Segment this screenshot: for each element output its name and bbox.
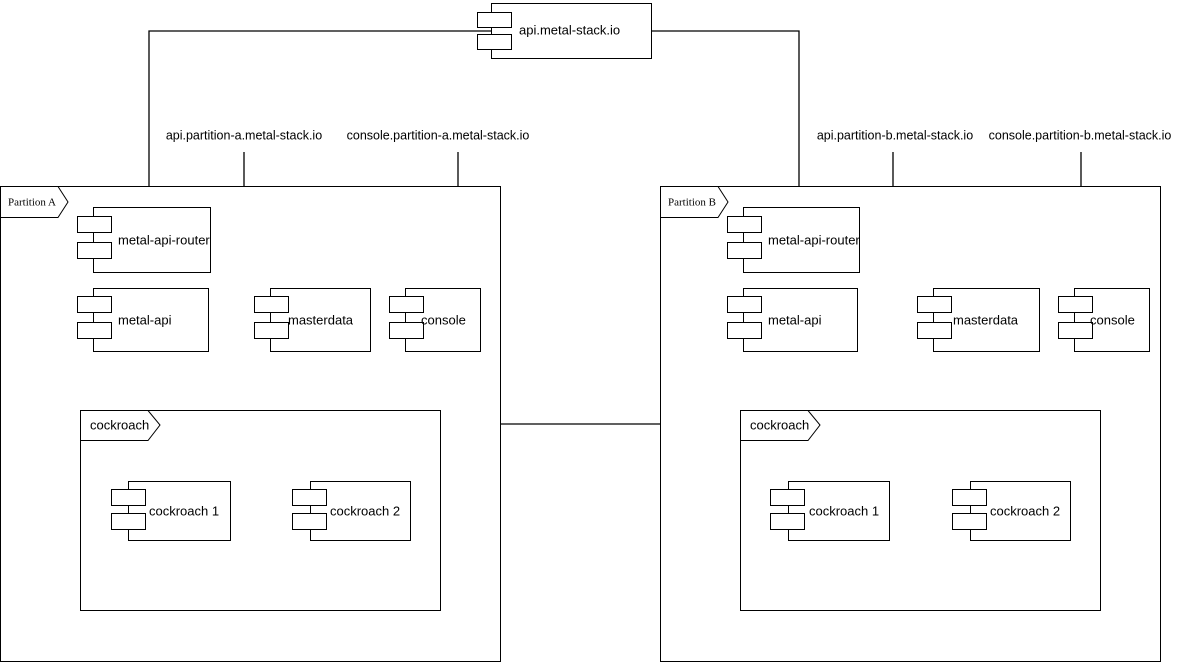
uml-component-icon bbox=[952, 513, 987, 530]
partition-b-label: Partition B bbox=[668, 197, 716, 209]
edge-api-to-router-a bbox=[145, 30, 491, 196]
uml-component-icon bbox=[77, 242, 112, 259]
uml-component-icon bbox=[917, 322, 952, 339]
partition-b-tab bbox=[660, 186, 729, 218]
uml-component-icon bbox=[111, 489, 146, 506]
uml-component-icon bbox=[111, 513, 146, 530]
cockroach-2-a-body bbox=[310, 481, 411, 541]
cockroach-1-a-label: cockroach 1 bbox=[149, 503, 219, 518]
uml-component-icon bbox=[770, 489, 805, 506]
metal-api-a-label: metal-api bbox=[118, 312, 172, 327]
uml-component-icon bbox=[292, 489, 327, 506]
uml-component-icon bbox=[477, 12, 512, 28]
endpoint-label-api-partition-b: api.partition-b.metal-stack.io bbox=[817, 128, 973, 142]
api-metal-stack-body bbox=[491, 3, 652, 59]
cockroach-2-a-label: cockroach 2 bbox=[330, 503, 400, 518]
uml-component-icon bbox=[292, 513, 327, 530]
cockroach-group-a-tab bbox=[80, 410, 161, 441]
api-metal-stack-label: api.metal-stack.io bbox=[519, 22, 620, 37]
uml-component-icon bbox=[770, 513, 805, 530]
uml-component-icon bbox=[727, 216, 762, 233]
metal-api-router-a-component[interactable]: metal-api-router bbox=[77, 207, 211, 273]
cockroach-1-a-component[interactable]: cockroach 1 bbox=[111, 481, 231, 541]
metal-api-b-body bbox=[743, 288, 858, 352]
uml-component-icon bbox=[254, 322, 289, 339]
metal-api-router-b-body bbox=[743, 207, 860, 273]
console-b-component[interactable]: console bbox=[1058, 288, 1150, 352]
metal-api-b-component[interactable]: metal-api bbox=[727, 288, 858, 352]
uml-component-icon bbox=[254, 296, 289, 313]
metal-api-router-b-component[interactable]: metal-api-router bbox=[727, 207, 861, 273]
metal-api-a-body bbox=[93, 288, 209, 352]
endpoint-label-api-partition-a: api.partition-a.metal-stack.io bbox=[166, 128, 322, 142]
edge-api-to-router-b bbox=[651, 30, 803, 196]
partition-a-label: Partition A bbox=[8, 197, 56, 209]
console-a-label: console bbox=[421, 312, 466, 327]
metal-api-router-b-label: metal-api-router bbox=[768, 232, 860, 247]
uml-component-icon bbox=[77, 216, 112, 233]
partition-a-tab bbox=[0, 186, 69, 218]
uml-component-icon bbox=[952, 489, 987, 506]
uml-component-icon bbox=[389, 296, 424, 313]
uml-component-icon bbox=[727, 242, 762, 259]
uml-component-icon bbox=[77, 296, 112, 313]
masterdata-b-label: masterdata bbox=[953, 312, 1019, 327]
uml-component-icon bbox=[389, 322, 424, 339]
uml-component-icon bbox=[77, 322, 112, 339]
metal-api-b-label: metal-api bbox=[768, 312, 822, 327]
api-metal-stack-component[interactable]: api.metal-stack.io bbox=[477, 3, 652, 59]
console-a-component[interactable]: console bbox=[389, 288, 481, 352]
endpoint-label-console-partition-a: console.partition-a.metal-stack.io bbox=[347, 128, 530, 142]
masterdata-a-label: masterdata bbox=[288, 312, 354, 327]
metal-api-router-a-body bbox=[93, 207, 211, 273]
masterdata-b-component[interactable]: masterdata bbox=[917, 288, 1040, 352]
cockroach-1-b-component[interactable]: cockroach 1 bbox=[770, 481, 890, 541]
uml-component-icon bbox=[917, 296, 952, 313]
cockroach-2-b-component[interactable]: cockroach 2 bbox=[952, 481, 1071, 541]
cockroach-2-b-body bbox=[970, 481, 1071, 541]
uml-component-icon bbox=[727, 322, 762, 339]
cockroach-1-b-label: cockroach 1 bbox=[809, 503, 879, 518]
cockroach-group-b-tab bbox=[740, 410, 821, 441]
uml-component-icon bbox=[727, 296, 762, 313]
console-b-label: console bbox=[1090, 312, 1135, 327]
cockroach-group-b-label: cockroach bbox=[750, 417, 809, 432]
cockroach-2-a-component[interactable]: cockroach 2 bbox=[292, 481, 411, 541]
uml-component-icon bbox=[477, 34, 512, 50]
uml-component-icon bbox=[1058, 322, 1093, 339]
masterdata-a-component[interactable]: masterdata bbox=[254, 288, 371, 352]
endpoint-label-console-partition-b: console.partition-b.metal-stack.io bbox=[989, 128, 1172, 142]
cockroach-group-a-label: cockroach bbox=[90, 417, 149, 432]
cockroach-2-b-label: cockroach 2 bbox=[990, 503, 1060, 518]
metal-api-router-a-label: metal-api-router bbox=[118, 232, 210, 247]
cockroach-1-b-body bbox=[788, 481, 890, 541]
uml-component-icon bbox=[1058, 296, 1093, 313]
metal-api-a-component[interactable]: metal-api bbox=[77, 288, 209, 352]
